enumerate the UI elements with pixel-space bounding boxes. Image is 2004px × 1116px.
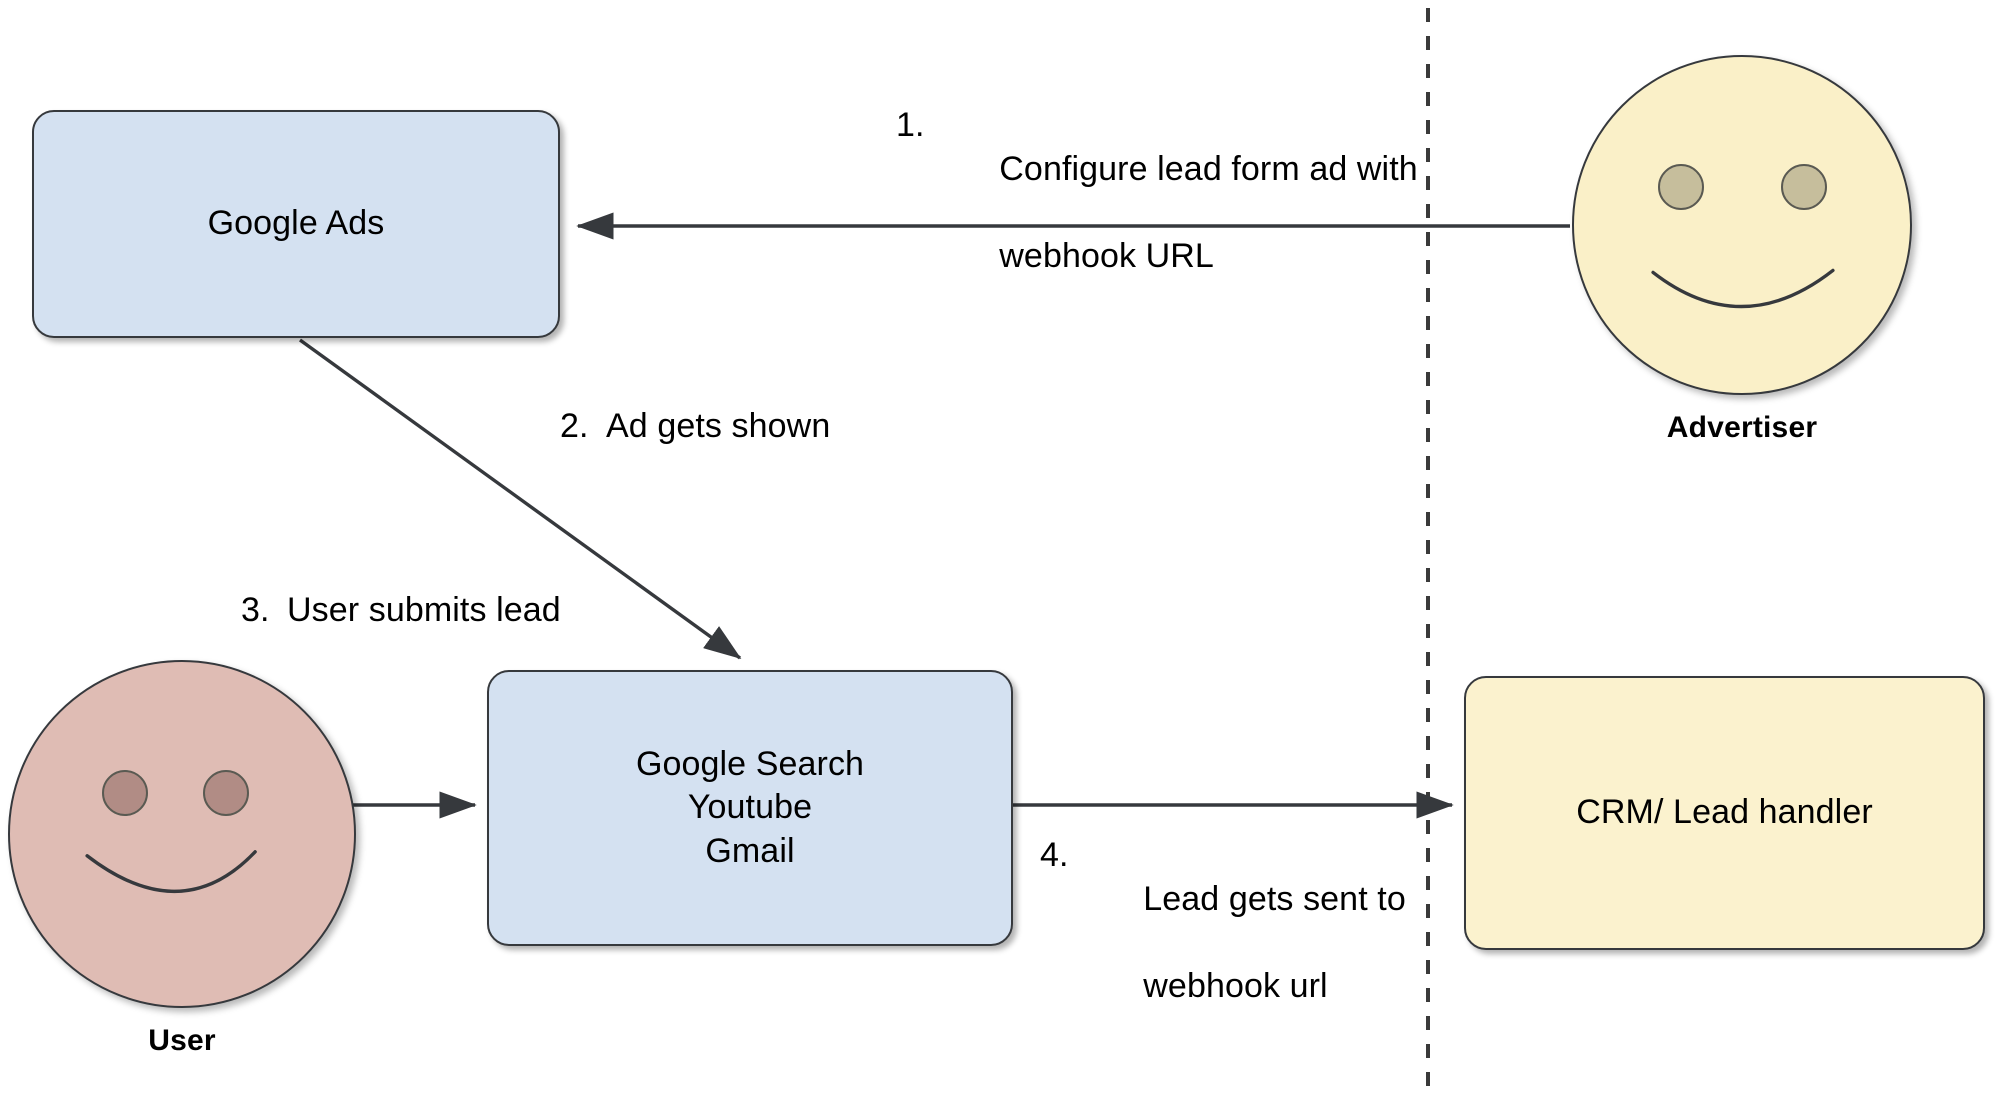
node-google-ads[interactable]: Google Ads (32, 110, 560, 338)
actor-user[interactable]: User (8, 660, 356, 1080)
smiley-face-icon (8, 660, 356, 1008)
step-4-text-line-2: webhook url (1143, 966, 1328, 1005)
step-3-number: 3. (241, 591, 270, 629)
eye-left-icon (1658, 164, 1704, 210)
step-1-label: 1. Configure lead form ad with webhook U… (896, 104, 1418, 322)
node-google-ads-label: Google Ads (207, 204, 385, 243)
node-crm-lead-handler[interactable]: CRM/ Lead handler (1464, 676, 1985, 950)
step-4-text-line-1: Lead gets sent to (1143, 879, 1406, 918)
node-crm-lead-handler-label: CRM/ Lead handler (1576, 793, 1873, 832)
actor-advertiser[interactable]: Advertiser (1572, 55, 1912, 455)
step-2-text-line-1: Ad gets shown (606, 407, 831, 445)
node-google-properties-line-3: Gmail (705, 831, 795, 870)
node-google-properties-line-2: Youtube (687, 788, 813, 827)
actor-user-label: User (148, 1024, 216, 1057)
eye-left-icon (102, 770, 148, 816)
step-2-number: 2. (560, 407, 589, 445)
step-4-label: 4. Lead gets sent to webhook url (1040, 834, 1406, 1052)
node-google-properties-line-1: Google Search (635, 744, 865, 783)
eye-right-icon (1781, 164, 1827, 210)
smile-mouth-icon (1651, 268, 1835, 309)
step-1-text-line-1: Configure lead form ad with (999, 149, 1418, 188)
step-1-text-line-2: webhook URL (999, 236, 1214, 275)
smiley-face-icon (1572, 55, 1912, 395)
step-3-text-line-1: User submits lead (287, 591, 561, 629)
eye-right-icon (203, 770, 249, 816)
smile-mouth-icon (85, 850, 257, 893)
step-1-number: 1. (896, 106, 925, 144)
step-4-number: 4. (1040, 836, 1069, 874)
node-google-properties[interactable]: Google Search Youtube Gmail (487, 670, 1013, 946)
actor-advertiser-label: Advertiser (1666, 411, 1818, 444)
step-3-label: 3. User submits lead (241, 589, 561, 633)
step-2-label: 2. Ad gets shown (560, 405, 830, 449)
